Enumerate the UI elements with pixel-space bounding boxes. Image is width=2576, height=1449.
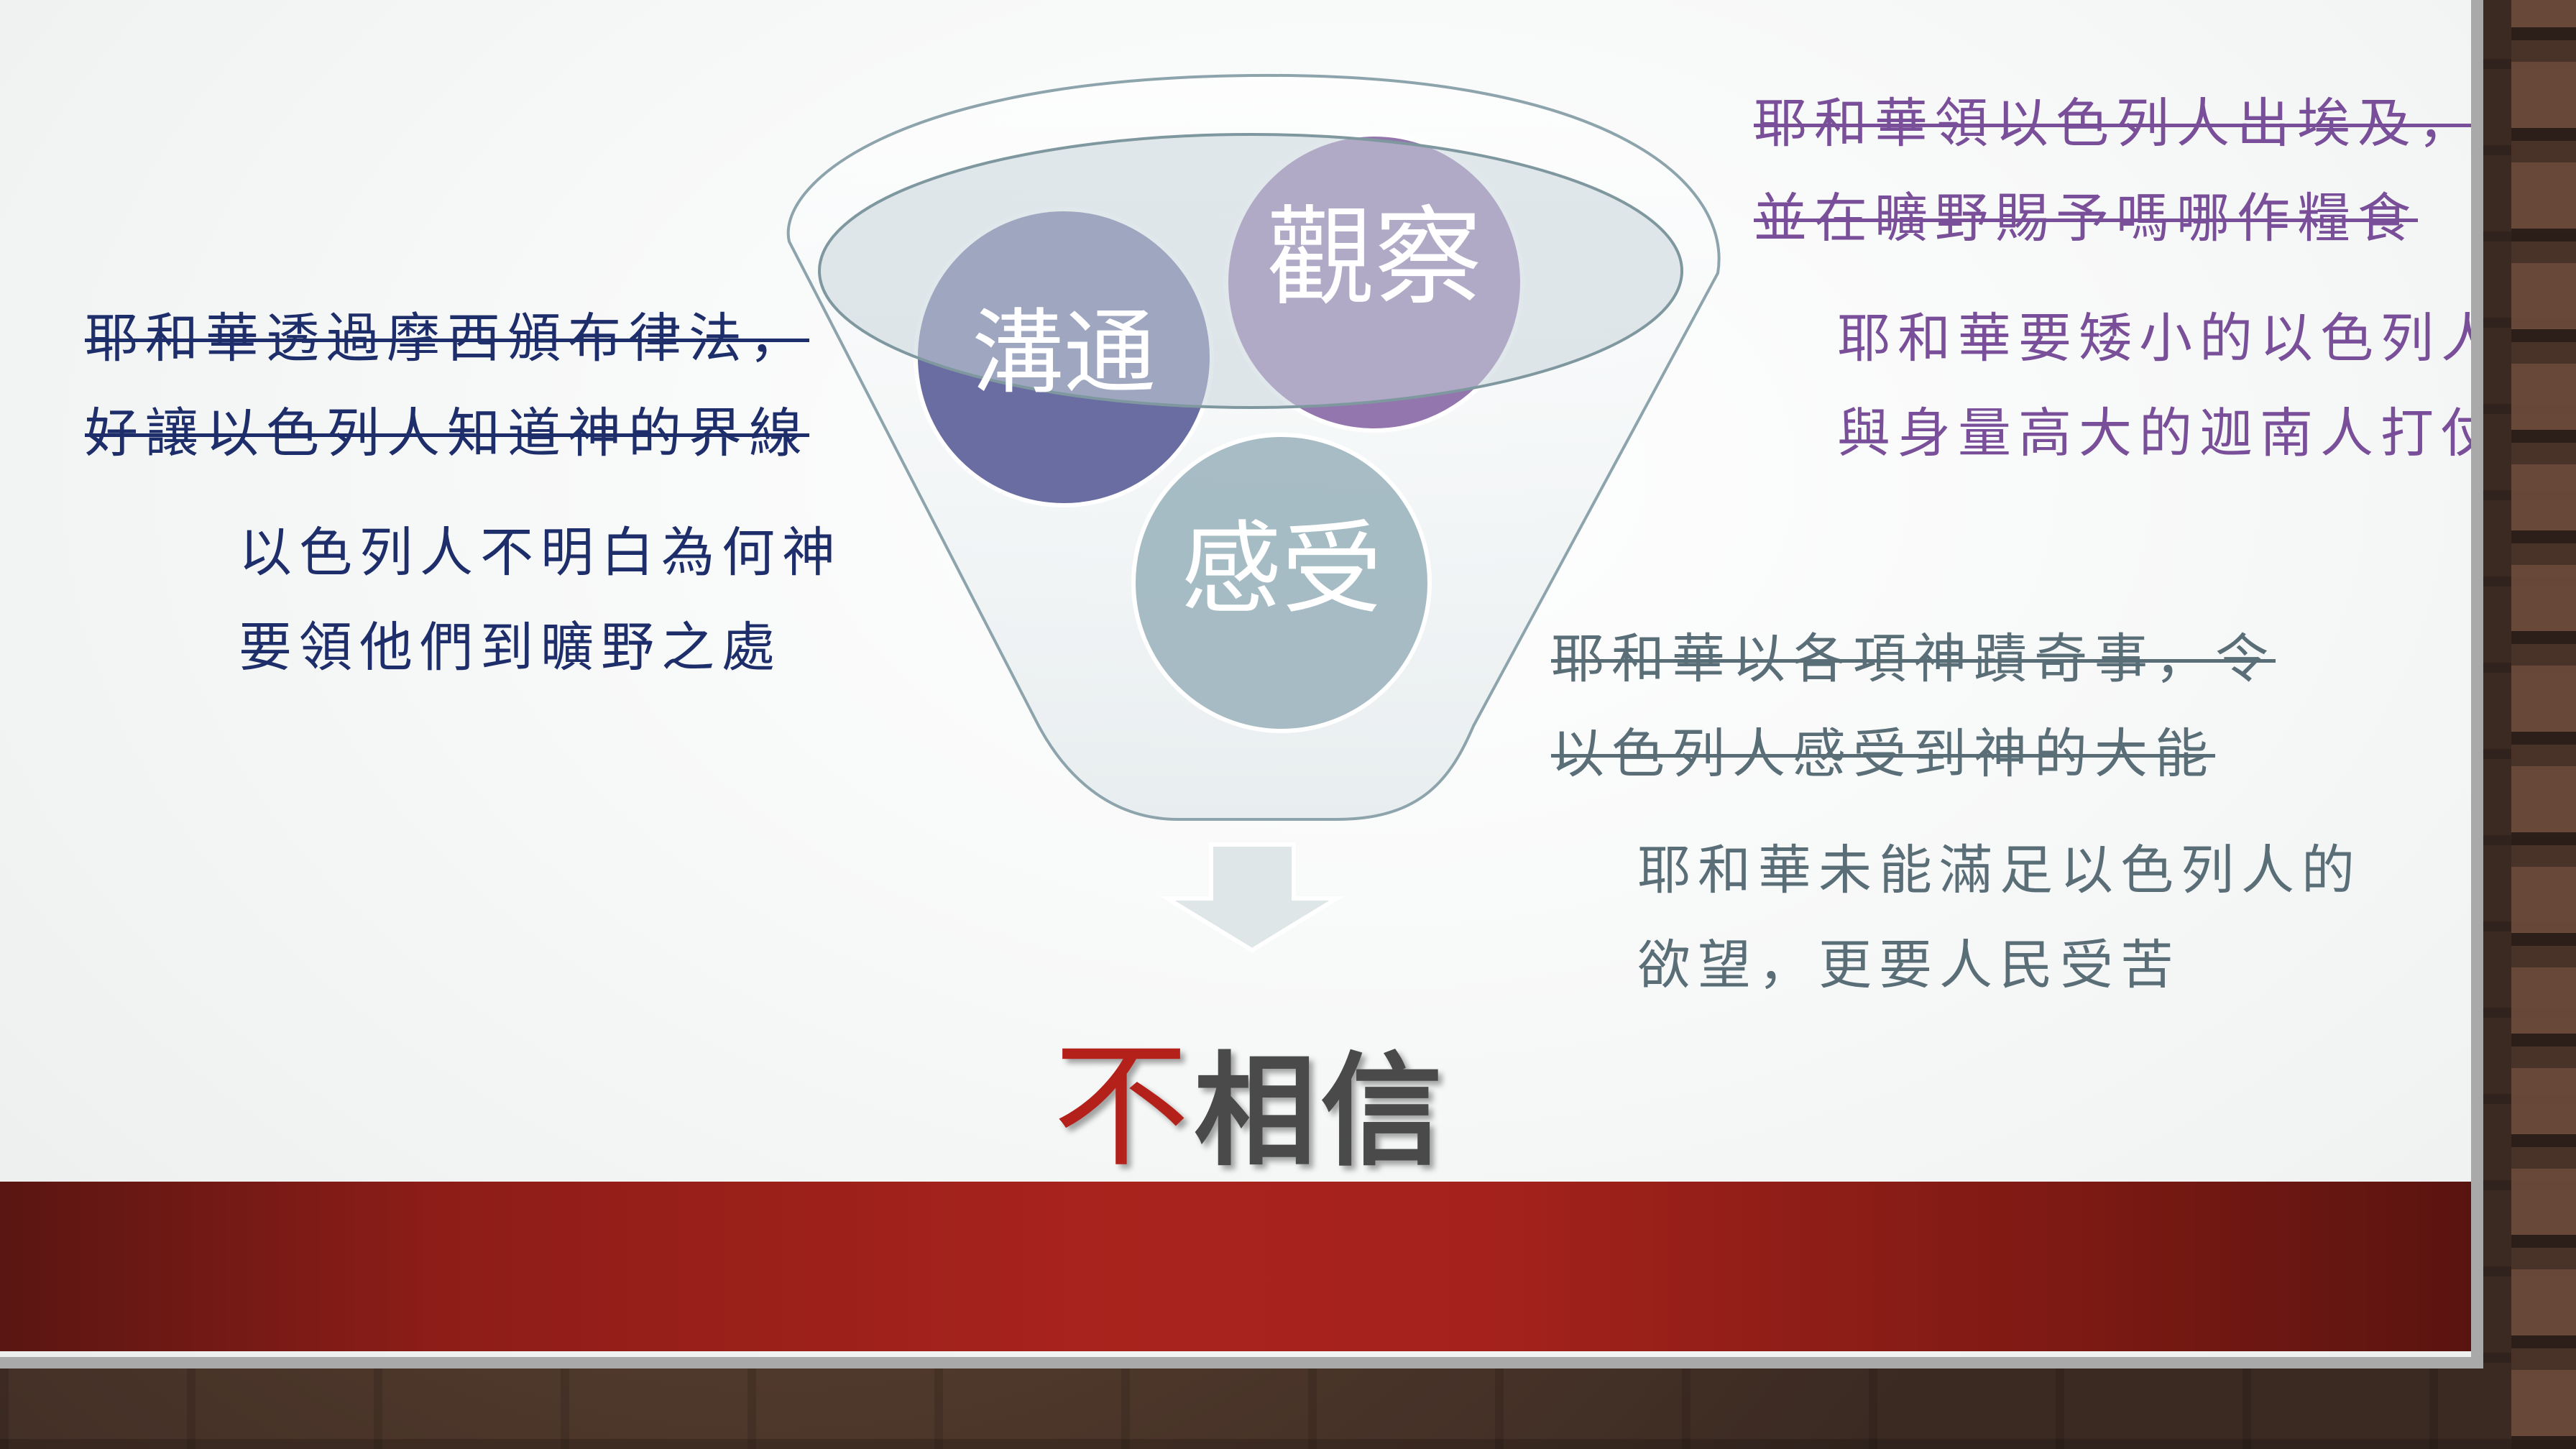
note-line: 以色列人不明白為何神	[239, 522, 842, 584]
slide: 溝通 觀察 感受 耶和華透過摩西頒布律法， 好讓以色列人知道神的界線 以色列人不…	[0, 0, 2471, 1357]
footer-red-band	[0, 1182, 2471, 1351]
result-negation: 不	[1053, 1027, 1195, 1186]
circle-label-communication: 溝通	[972, 300, 1156, 407]
left-plain-notes: 以色列人不明白為何神 要領他們到曠野之處	[239, 505, 842, 695]
note-line: 耶和華領以色列人出埃及，	[1754, 93, 2471, 155]
bottom-right-plain-notes: 耶和華未能滿足以色列人的 欲望，更要人民受苦	[1637, 823, 2362, 1013]
note-line: 耶和華透過摩西頒布律法，	[85, 308, 809, 369]
circle-label-feeling: 感受	[1181, 511, 1382, 628]
note-line: 要領他們到曠野之處	[239, 617, 782, 678]
note-line: 耶和華未能滿足以色列人的	[1637, 840, 2362, 901]
note-line: 耶和華以各項神蹟奇事，令	[1551, 628, 2276, 690]
funnel-mouth	[818, 133, 1683, 409]
funnel-diagram: 溝通 觀察 感受	[786, 73, 1721, 953]
bottom-right-struck-notes: 耶和華以各項神蹟奇事，令 以色列人感受到神的大能	[1551, 612, 2276, 801]
brick-wall-background	[2511, 0, 2576, 1449]
top-right-plain-notes: 耶和華要矮小的以色列人 與身量高大的迦南人打仗	[1837, 291, 2471, 481]
down-arrow-icon	[1159, 842, 1345, 953]
note-line: 並在曠野賜予嗎哪作糧食	[1754, 188, 2418, 249]
result-word: 相信	[1194, 1041, 1448, 1183]
left-struck-notes: 耶和華透過摩西頒布律法， 好讓以色列人知道神的界線	[85, 291, 809, 481]
note-line: 欲望，更要人民受苦	[1637, 934, 2181, 996]
top-right-struck-notes: 耶和華領以色列人出埃及， 並在曠野賜予嗎哪作糧食	[1754, 76, 2471, 266]
circle-feeling	[1131, 433, 1432, 733]
note-line: 與身量高大的迦南人打仗	[1837, 402, 2471, 464]
note-line: 好讓以色列人知道神的界線	[85, 402, 809, 464]
note-line: 以色列人感受到神的大能	[1551, 723, 2215, 785]
circle-label-observation: 觀察	[1266, 196, 1482, 321]
result-heading: 不相信	[1053, 995, 1447, 1193]
note-line: 耶和華要矮小的以色列人	[1837, 308, 2471, 369]
